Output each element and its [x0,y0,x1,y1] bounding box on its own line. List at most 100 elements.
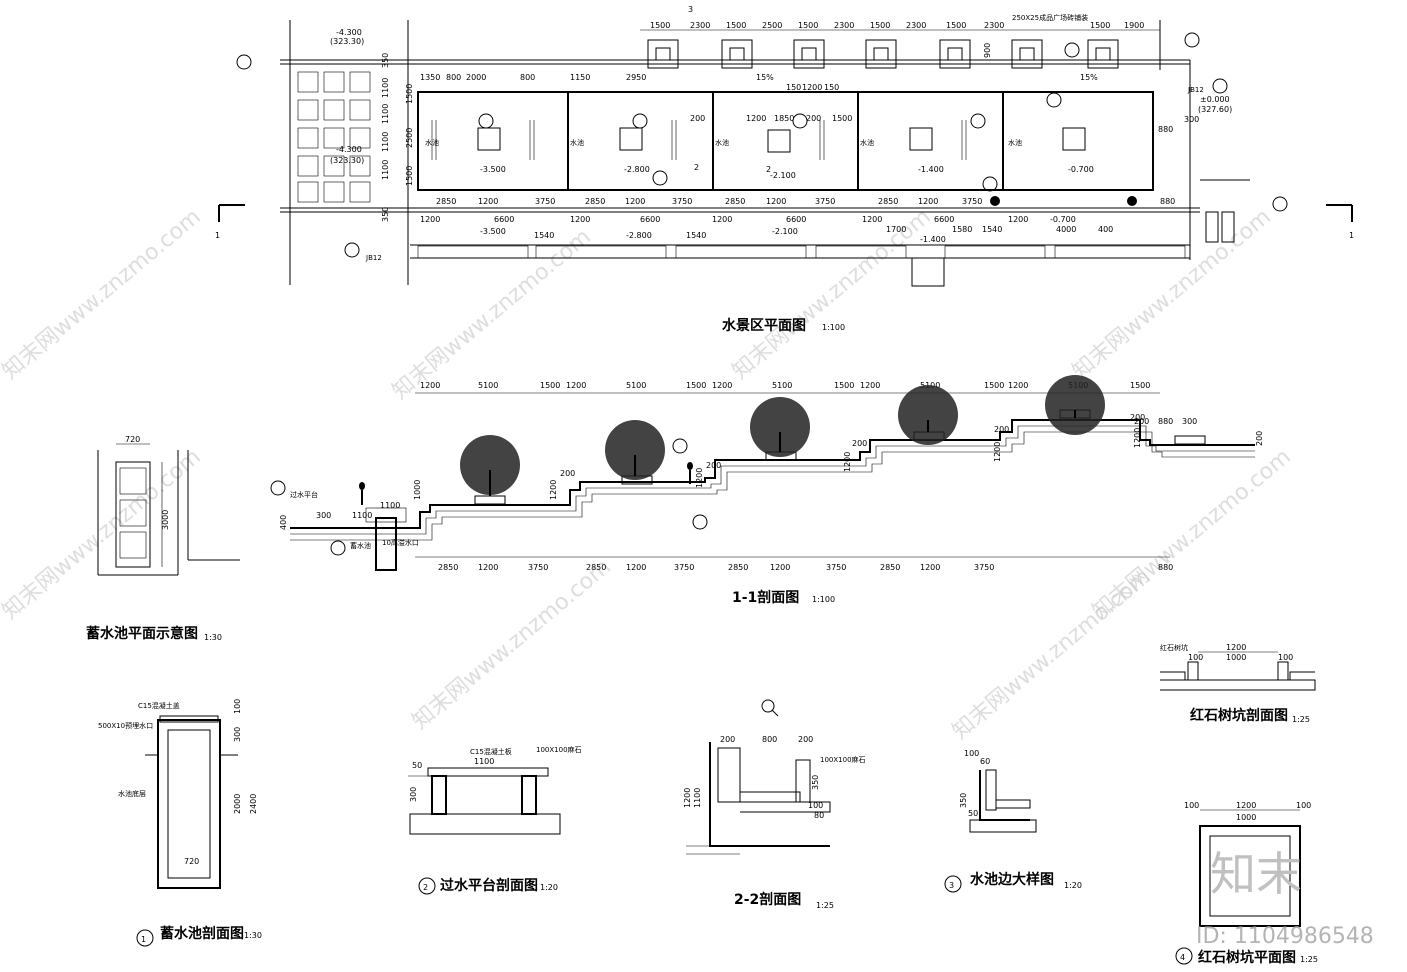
svg-text:4000: 4000 [1056,225,1076,234]
pool-plan-scale: 1:30 [204,633,222,642]
plan-sub-dims: 1350 800 2000 800 1150 2950 150 1200 150… [420,73,1098,123]
section-1-1-scale: 1:100 [812,595,835,604]
svg-text:1200: 1200 [712,381,732,390]
svg-text:1200: 1200 [1226,643,1246,652]
svg-text:1200: 1200 [478,197,498,206]
section-1-1-title: 1-1剖面图 [732,589,799,606]
svg-text:1200: 1200 [478,563,498,572]
svg-text:10高溢水口: 10高溢水口 [382,538,419,547]
svg-text:1100: 1100 [381,132,390,152]
plan-scale: 1:100 [822,323,845,332]
svg-text:2850: 2850 [585,197,605,206]
level-pool-2: -2.800 [624,165,650,174]
svg-text:1850: 1850 [774,114,794,123]
svg-text:C15混凝土板: C15混凝土板 [470,747,512,756]
level-pool-3: -2.100 [770,171,796,180]
svg-text:1900: 1900 [1124,21,1144,30]
watermark: 知末网www.znzmo.com [1088,444,1296,624]
svg-text:-4.300: -4.300 [336,145,362,154]
tree-section-scale: 1:25 [1292,715,1310,724]
svg-text:2850: 2850 [728,563,748,572]
svg-text:100: 100 [1184,801,1199,810]
svg-text:1200: 1200 [1133,428,1142,448]
svg-text:3750: 3750 [815,197,835,206]
svg-text:1500: 1500 [1130,381,1150,390]
level-pool-5: -0.700 [1068,165,1094,174]
tree-plan-scale: 1:25 [1300,955,1318,964]
svg-text:2850: 2850 [880,563,900,572]
svg-text:200: 200 [994,425,1009,434]
svg-text:400: 400 [279,515,288,530]
svg-text:1580: 1580 [952,225,972,234]
svg-text:350: 350 [381,207,390,222]
svg-text:1200: 1200 [746,114,766,123]
asset-id: ID: 1104986548 [1196,924,1374,949]
svg-text:1200: 1200 [566,381,586,390]
svg-text:1200: 1200 [770,563,790,572]
svg-text:5100: 5100 [772,381,792,390]
tree-pit-plan: 1200 1000 100 100 知末 ID: 1104986548 4 红石… [1175,801,1374,966]
svg-text:1100: 1100 [381,78,390,98]
zoom-icon[interactable] [761,699,779,717]
svg-text:1200: 1200 [626,563,646,572]
svg-text:2400: 2400 [249,794,258,814]
svg-text:200: 200 [798,735,813,744]
svg-text:3750: 3750 [674,563,694,572]
svg-text:1500: 1500 [405,84,414,104]
svg-text:200: 200 [1255,431,1264,446]
svg-text:500X10预埋水口: 500X10预埋水口 [98,721,153,730]
svg-text:1100: 1100 [381,104,390,124]
svg-text:100: 100 [1278,653,1293,662]
watermark: 知末网www.znzmo.com [408,554,616,734]
svg-text:JB12: JB12 [1187,86,1204,94]
svg-text:150: 150 [824,83,839,92]
svg-text:300: 300 [316,511,331,520]
svg-text:6600: 6600 [934,215,954,224]
water-feature-plan: 1 1 [215,5,1354,334]
svg-text:720: 720 [184,857,199,866]
svg-text:4: 4 [1180,953,1185,962]
svg-text:1200: 1200 [712,215,732,224]
svg-text:(323.30): (323.30) [330,156,364,165]
svg-text:200: 200 [1130,413,1145,422]
svg-text:1700: 1700 [886,225,906,234]
svg-text:3750: 3750 [672,197,692,206]
cut-2-label: 2 [766,165,771,174]
svg-text:蓄水池: 蓄水池 [350,541,371,550]
section-2-2: 200 800 200 1200 1100 350 100 80 100X100… [683,735,866,910]
svg-text:1200: 1200 [1008,381,1028,390]
tree-plan-title: 红石树坑平面图 [1198,949,1296,966]
section-1-1: 1200 5100 1500 1200 5100 1500 1200 5100 … [270,375,1264,606]
svg-text:2300: 2300 [834,21,854,30]
lower-walkway [417,211,1235,287]
svg-text:350: 350 [381,53,390,68]
svg-text:6600: 6600 [494,215,514,224]
svg-text:1500: 1500 [798,21,818,30]
svg-text:1200: 1200 [549,480,558,500]
crossing-platform-section: C15混凝土板 1100 50 300 100X100麻石 2 过水平台剖面图 … [408,745,582,895]
svg-text:1000: 1000 [413,480,422,500]
svg-text:1500: 1500 [834,381,854,390]
svg-text:1200: 1200 [695,468,704,488]
tree-section-title: 红石树坑剖面图 [1190,707,1288,724]
svg-text:1200: 1200 [420,381,440,390]
svg-text:1000: 1000 [1236,813,1256,822]
section-2-2-title: 2-2剖面图 [734,891,801,908]
svg-text:1200: 1200 [625,197,645,206]
plan-vertical-dims: 350 1100 1100 1100 1100 350 1500 2500 15… [381,43,1199,222]
plan-note-paving: 250X25成品广场砖铺装 [1012,13,1088,22]
svg-text:1200: 1200 [1008,215,1028,224]
section-top-dims: 1200 5100 1500 1200 5100 1500 1200 5100 … [420,381,1150,390]
svg-text:200: 200 [706,461,721,470]
plan-title: 水景区平面图 [722,317,806,334]
svg-text:±0.000: ±0.000 [1200,95,1230,104]
svg-text:1500: 1500 [540,381,560,390]
svg-text:720: 720 [125,435,140,444]
svg-text:5100: 5100 [478,381,498,390]
svg-text:1500: 1500 [870,21,890,30]
svg-text:880: 880 [1158,417,1173,426]
svg-text:2850: 2850 [436,197,456,206]
svg-text:1000: 1000 [1226,653,1246,662]
svg-text:1100: 1100 [352,511,372,520]
plan-bottom-dims: 2850 1200 3750 2850 1200 3750 2850 1200 … [420,197,1175,244]
